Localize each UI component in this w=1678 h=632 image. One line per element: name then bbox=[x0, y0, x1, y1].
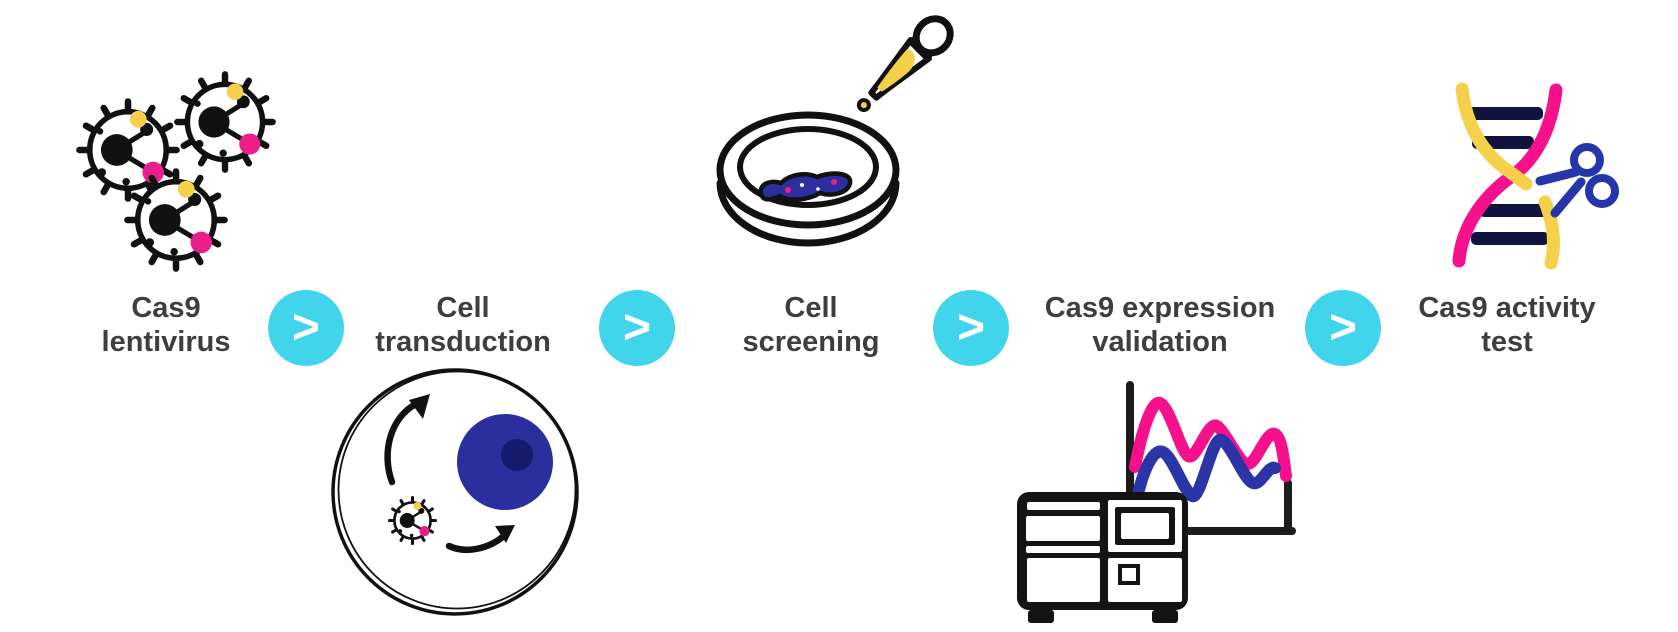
step-label-cell-transduction: Cell transduction bbox=[375, 291, 551, 359]
culture-dot bbox=[785, 187, 791, 193]
nucleolus bbox=[501, 439, 533, 471]
machine-vent bbox=[1026, 546, 1100, 553]
scissors-blade bbox=[1550, 177, 1586, 218]
step-label-cas9-expression-validation: Cas9 expression validation bbox=[1045, 291, 1276, 359]
rotation-arrow-upper-head bbox=[409, 394, 430, 419]
rotation-arrow-lower-head bbox=[495, 525, 515, 543]
step-label-cas9-activity-test: Cas9 activity test bbox=[1418, 291, 1595, 359]
expression-chart-machine-icon bbox=[1017, 381, 1296, 623]
rotation-arrow-upper bbox=[384, 400, 420, 486]
scissors bbox=[1535, 143, 1619, 218]
step-label-line: Cell bbox=[436, 292, 490, 324]
cell-membrane-sketch bbox=[337, 370, 577, 610]
next-step-chevron-icon: > bbox=[599, 290, 675, 366]
machine-foot bbox=[1152, 610, 1178, 623]
step-label-line: test bbox=[1481, 326, 1533, 358]
cas9-lentivirus-icon bbox=[79, 74, 272, 268]
dna-rung bbox=[1471, 232, 1549, 245]
dropper bbox=[856, 15, 954, 113]
entering-virus-particle bbox=[387, 495, 438, 546]
liquid-drop bbox=[856, 98, 871, 113]
chevron-glyph: > bbox=[291, 300, 321, 354]
machine-panel bbox=[1026, 516, 1100, 541]
chevron-glyph: > bbox=[956, 300, 986, 354]
machine-slot bbox=[1118, 564, 1140, 585]
dna-strand-yellow-bottom bbox=[1538, 195, 1560, 270]
cell-membrane bbox=[331, 368, 579, 616]
chevron-glyph: > bbox=[1328, 300, 1358, 354]
culture-speck bbox=[800, 183, 804, 187]
dna-strand-yellow-top bbox=[1455, 82, 1533, 191]
petri-dish-wall bbox=[716, 179, 900, 247]
dropper-collar bbox=[907, 36, 933, 62]
step-label-line: Cas9 activity bbox=[1418, 292, 1596, 324]
step-label-line: Cell bbox=[784, 292, 838, 324]
petri-dish-dropper-icon bbox=[716, 15, 954, 247]
dna-scissors-icon bbox=[1452, 82, 1619, 270]
step-label-cas9-lentivirus: Cas9 lentivirus bbox=[102, 291, 231, 359]
scissors-blade bbox=[1535, 167, 1581, 186]
chevron-glyph: > bbox=[622, 300, 652, 354]
machine-tray bbox=[1108, 558, 1182, 602]
scissors-handle bbox=[1585, 174, 1619, 208]
dna-rung bbox=[1479, 204, 1551, 217]
step-label-line: transduction bbox=[375, 326, 551, 358]
dropper-liquid bbox=[877, 49, 915, 92]
culture-speck bbox=[816, 187, 820, 191]
petri-dish-rim bbox=[716, 111, 900, 229]
cell-culture-blob bbox=[758, 171, 853, 202]
scissors-handle bbox=[1570, 143, 1604, 177]
petri-dish-inner-rim bbox=[737, 126, 879, 208]
step-label-line: screening bbox=[742, 326, 880, 358]
machine-vent bbox=[1027, 502, 1100, 510]
dna-rung bbox=[1463, 107, 1543, 120]
step-label-line: validation bbox=[1092, 326, 1228, 358]
culture-dot bbox=[831, 179, 837, 185]
pink-signal-curve bbox=[1129, 397, 1292, 482]
machine-door bbox=[1027, 558, 1100, 602]
blue-signal-curve bbox=[1132, 434, 1281, 503]
next-step-chevron-icon: > bbox=[1305, 290, 1381, 366]
next-step-chevron-icon: > bbox=[268, 290, 344, 366]
step-label-line: Cas9 expression bbox=[1044, 292, 1276, 324]
machine-screen bbox=[1121, 513, 1169, 539]
step-label-line: Cas9 bbox=[131, 292, 201, 324]
virus-particle bbox=[177, 74, 272, 169]
step-label-line: lentivirus bbox=[101, 326, 231, 358]
cell-transduction-icon bbox=[331, 368, 579, 616]
machine-foot bbox=[1028, 610, 1054, 623]
step-label-cell-screening: Cell screening bbox=[743, 291, 880, 359]
rotation-arrow-lower bbox=[445, 530, 510, 554]
next-step-chevron-icon: > bbox=[933, 290, 1009, 366]
